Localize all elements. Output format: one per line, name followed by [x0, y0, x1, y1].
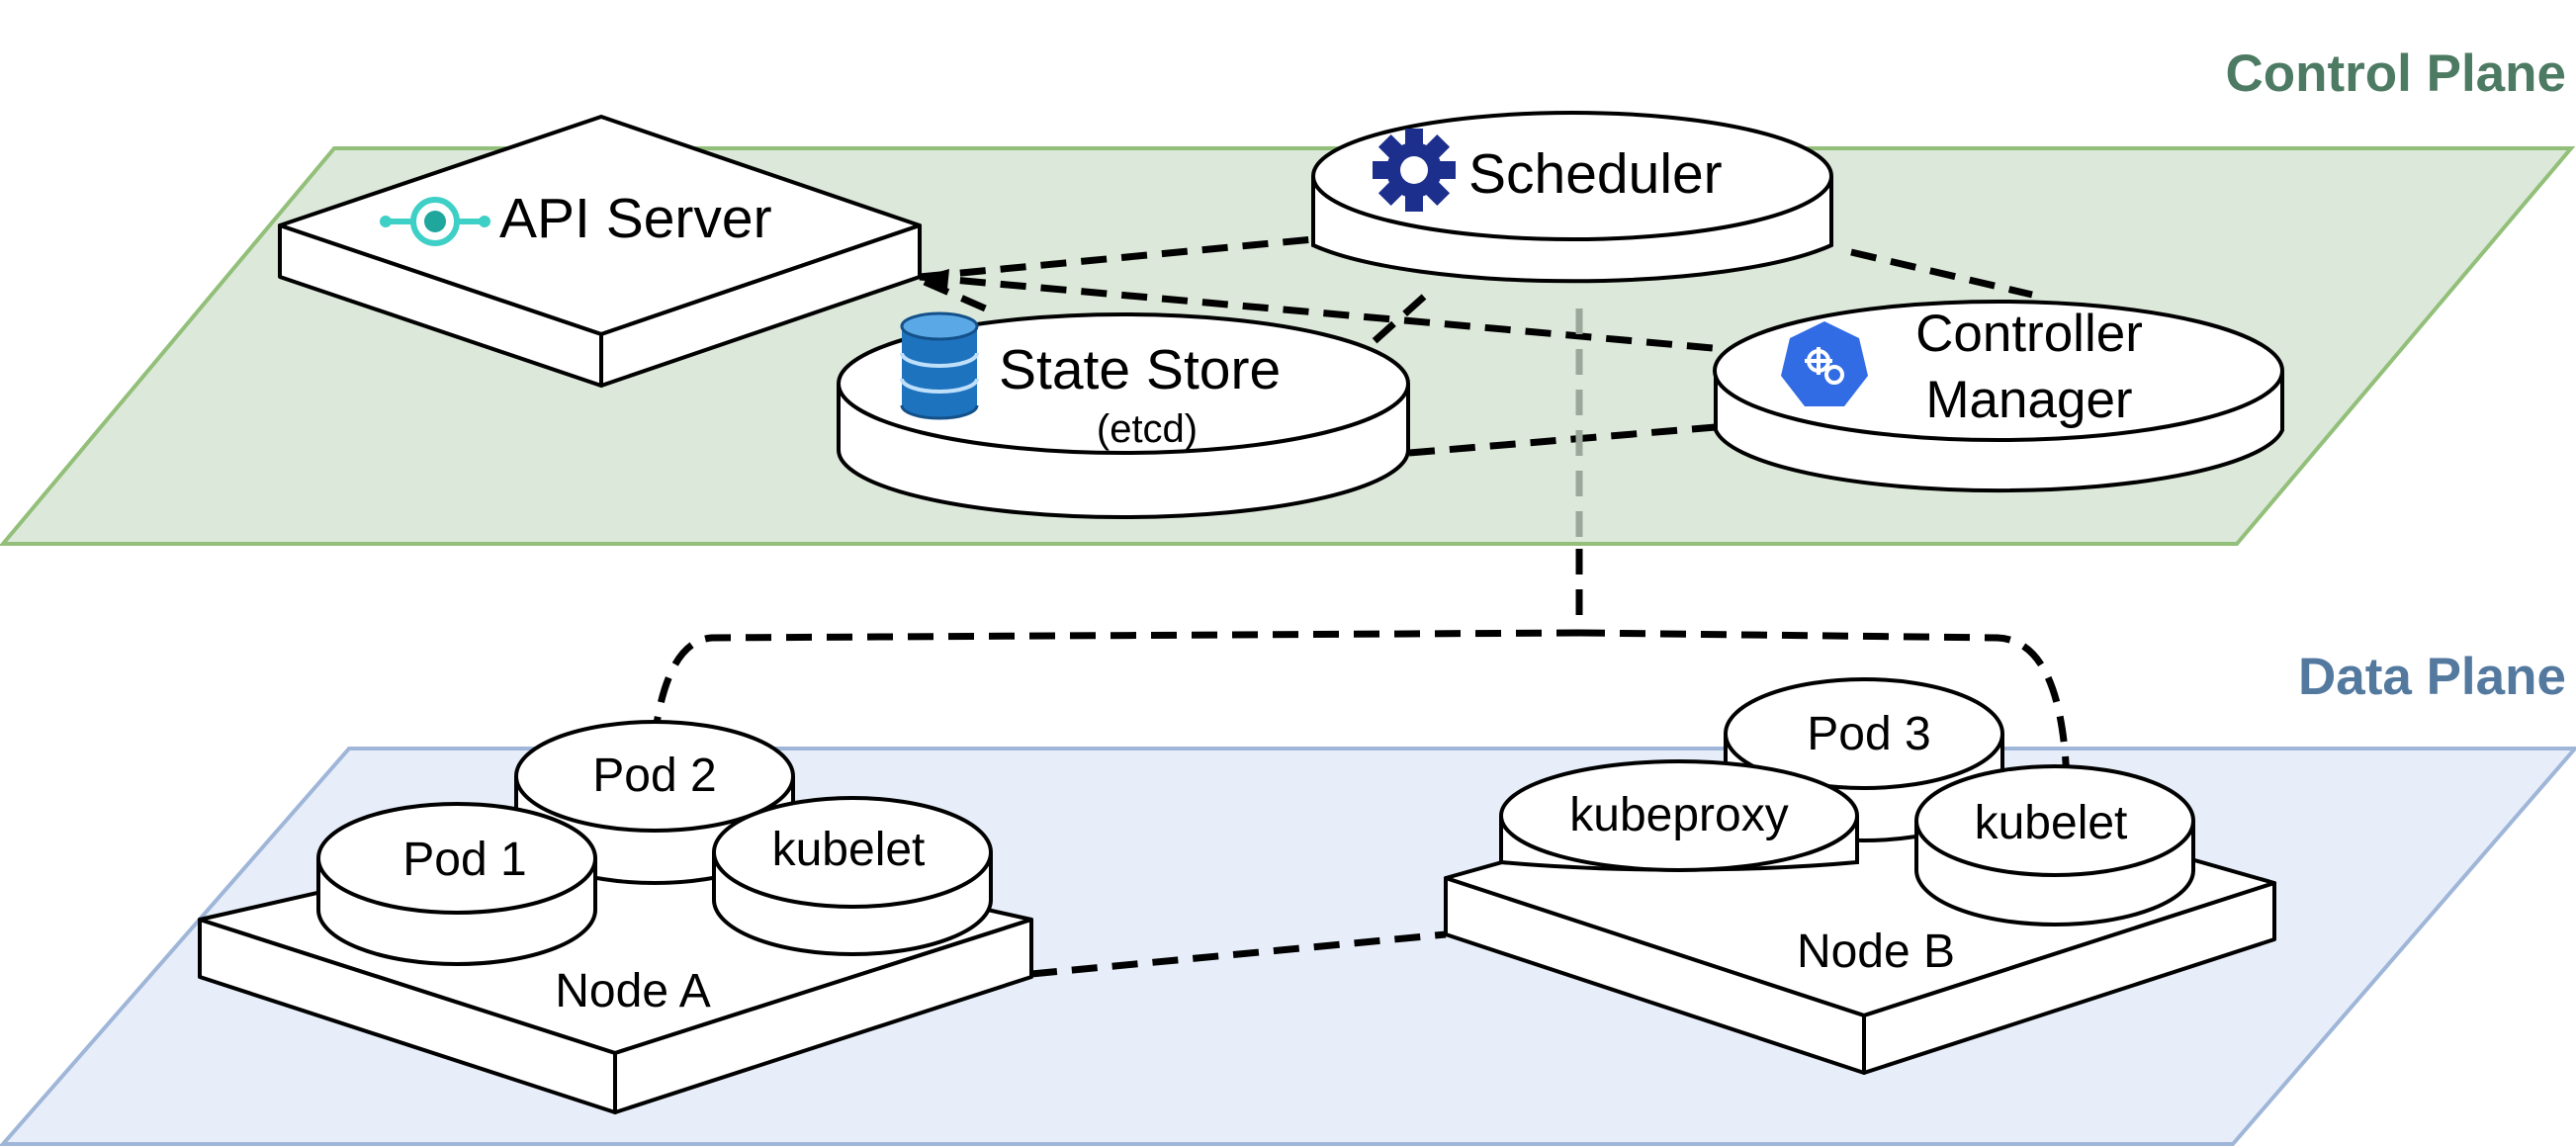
- connector-api-scheduler: [919, 235, 1314, 281]
- controller-manager-label-line1: Controller: [1915, 305, 2143, 363]
- connectors: [651, 235, 2071, 978]
- pod-2-label: Pod 2: [592, 750, 716, 802]
- connector-statestore-controller: [1408, 423, 1717, 457]
- connector-scheduler-controller: [1850, 248, 2033, 299]
- kubeproxy[interactable]: [1499, 759, 1859, 872]
- state-store[interactable]: [837, 312, 1410, 519]
- connector-nodea-nodeb: [1030, 930, 1447, 978]
- state-store-label: State Store: [999, 338, 1281, 401]
- connector-scheduler-statestore: [1364, 294, 1427, 351]
- kubernetes-icon: [1781, 321, 1868, 406]
- kubelet-b[interactable]: [1914, 764, 2195, 926]
- kubelet-b-label: kubelet: [1975, 797, 2128, 849]
- api-gateway-icon: [380, 197, 490, 246]
- control-plane-title: Control Plane: [2225, 44, 2566, 103]
- node-a-label: Node A: [555, 965, 710, 1017]
- pod-1[interactable]: [316, 802, 597, 966]
- scheduler-label: Scheduler: [1468, 142, 1723, 206]
- kubeproxy-label: kubeproxy: [1569, 789, 1788, 841]
- connector-api-controller: [919, 273, 1714, 352]
- api-server-label: API Server: [499, 187, 772, 250]
- data-plane-title: Data Plane: [2298, 648, 2566, 706]
- gear-icon: [1373, 129, 1456, 212]
- connector-bus-nodeb: [1578, 629, 2071, 782]
- arrowhead-api: [922, 269, 949, 289]
- kubelet-a-label: kubelet: [772, 824, 926, 876]
- controller-manager[interactable]: [1713, 300, 2284, 493]
- controller-manager-label-line2: Manager: [1925, 371, 2132, 429]
- connector-scheduler-nodes: [651, 549, 1583, 738]
- database-icon: [900, 311, 979, 420]
- pod-3-label: Pod 3: [1807, 708, 1930, 760]
- api-server[interactable]: [278, 115, 922, 388]
- state-store-sublabel: (etcd): [1097, 407, 1198, 451]
- connector-api-statestore: [923, 278, 1001, 318]
- kubelet-a[interactable]: [712, 796, 993, 956]
- node-b-label: Node B: [1797, 926, 1955, 978]
- pod-1-label: Pod 1: [402, 834, 526, 886]
